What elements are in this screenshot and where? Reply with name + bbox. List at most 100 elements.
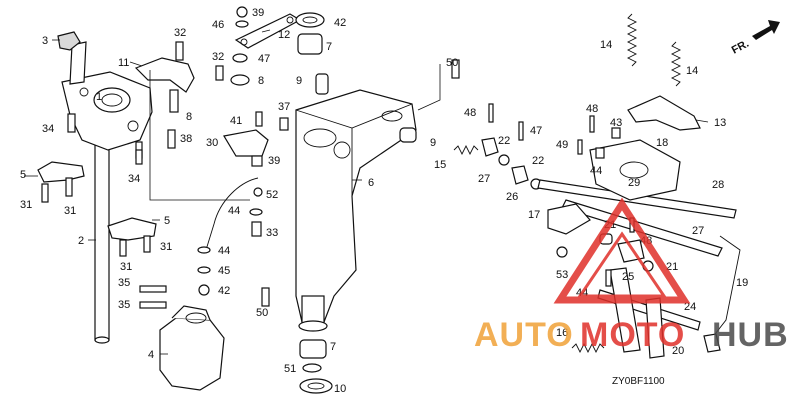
bolt-31-a[interactable]: [41, 183, 49, 203]
part-10-seal[interactable]: [299, 378, 333, 394]
callout-7: 7: [326, 41, 332, 53]
housing-top: [171, 305, 211, 321]
bolt-32[interactable]: [175, 41, 184, 61]
part-48-pin[interactable]: [488, 103, 494, 123]
swivel-case: [295, 89, 524, 394]
part-5-bracket-upper[interactable]: [37, 161, 85, 183]
part-22-collar-a[interactable]: [498, 154, 510, 166]
plate-hole: [240, 38, 248, 46]
part-11-bracket[interactable]: [134, 57, 195, 93]
part-30-bracket[interactable]: [223, 129, 269, 157]
part-9-bushing-b[interactable]: [399, 127, 417, 143]
part-5-bracket-lower[interactable]: [107, 217, 157, 241]
callout-29: 29: [628, 177, 640, 189]
arm-bore: [619, 161, 649, 179]
part-44-washer-b[interactable]: [197, 246, 211, 254]
part-15-spring[interactable]: [453, 144, 479, 156]
callout-52: 52: [266, 189, 278, 201]
bolt-35-b[interactable]: [139, 301, 167, 309]
callout-51: 51: [284, 363, 296, 375]
plate-hole-2: [286, 16, 294, 24]
part-3-clamp[interactable]: [57, 31, 81, 51]
direction-indicator: FR.: [730, 20, 780, 57]
part-4-lower-housing[interactable]: [159, 317, 225, 391]
part-37[interactable]: [167, 129, 176, 149]
bolt-31-b[interactable]: [65, 177, 73, 197]
arm-upper: [69, 41, 87, 85]
part-38-nut[interactable]: [251, 155, 263, 167]
part-41-seal[interactable]: [295, 12, 325, 28]
bolt-31-c[interactable]: [119, 239, 127, 257]
part-18-shift-arm[interactable]: [589, 139, 681, 201]
callout-8: 8: [186, 111, 192, 123]
watermark: AUTO MOTO HUB: [474, 197, 788, 354]
bolt-32-b[interactable]: [215, 65, 224, 81]
callout-38: 39: [268, 155, 280, 167]
part-7-collar-bottom[interactable]: [299, 339, 327, 359]
part-44-washer-c[interactable]: [197, 266, 211, 274]
callout-50: 50: [256, 307, 268, 319]
callout-22: 22: [498, 135, 510, 147]
part-53-nut[interactable]: [556, 246, 568, 258]
callout-8: 8: [258, 75, 264, 87]
part-43-pin[interactable]: [605, 269, 612, 287]
part-42-nut-b[interactable]: [595, 147, 605, 159]
part-50-bolt-a[interactable]: [451, 59, 460, 79]
bolt-31-d[interactable]: [143, 235, 151, 253]
part-25-pin[interactable]: [511, 165, 529, 185]
part-20-clip[interactable]: [703, 333, 721, 353]
seal-hole: [302, 16, 318, 24]
callout-11: 11: [118, 57, 129, 69]
case-top-bore: [303, 128, 337, 148]
callout-19: 19: [736, 277, 748, 289]
callout-14: 14: [686, 65, 698, 77]
part-8-bushing[interactable]: [169, 89, 179, 113]
part-49-pin-a[interactable]: [589, 115, 595, 133]
callout-46: 47: [258, 53, 270, 65]
callout-5: 5: [164, 215, 170, 227]
part-51-ring[interactable]: [302, 363, 322, 373]
part-45-washer[interactable]: [235, 20, 249, 28]
part-39-nut[interactable]: [236, 6, 248, 18]
watermark-text-moto: MOTO: [580, 316, 685, 354]
part-49-pin-b[interactable]: [577, 139, 583, 155]
watermark-triangle-icon: [553, 197, 691, 304]
callout-10: 10: [334, 383, 346, 395]
bolt-35-a[interactable]: [139, 285, 167, 293]
part-9-bushing[interactable]: [315, 73, 329, 95]
part-16-spring[interactable]: [571, 342, 605, 354]
part-50-bolt-b[interactable]: [261, 287, 270, 307]
part-46-washer[interactable]: [232, 53, 248, 63]
part-14-spring-a[interactable]: [626, 13, 638, 67]
part-2-tube[interactable]: [94, 129, 110, 341]
part-13-lever[interactable]: [627, 95, 701, 131]
bolt-34-a[interactable]: [67, 113, 76, 133]
part-33-bolt[interactable]: [251, 221, 262, 237]
part-8-collar[interactable]: [230, 74, 250, 86]
part-40-nut[interactable]: [255, 111, 263, 127]
part-14-spring-b[interactable]: [670, 41, 682, 87]
watermark-inner-triangle-icon: [577, 231, 667, 298]
part-19-rod[interactable]: [711, 235, 741, 339]
callout-26: 27: [478, 173, 490, 185]
callout-22: 22: [532, 155, 544, 167]
callout-32: 32: [212, 51, 224, 63]
part-47-pin[interactable]: [518, 121, 524, 141]
part-36-bolt[interactable]: [279, 117, 289, 131]
part-52[interactable]: [253, 187, 263, 197]
part-17-bracket[interactable]: [547, 203, 591, 235]
callout-2: 2: [78, 235, 84, 247]
part-6-swivel-case[interactable]: [295, 89, 417, 323]
callout-6: 6: [368, 177, 374, 189]
part-12-plate[interactable]: [234, 13, 302, 49]
callout-23: 24: [684, 301, 696, 313]
bolt-34-c[interactable]: [135, 149, 143, 165]
part-44-washer-a[interactable]: [249, 208, 263, 216]
callout-34: 34: [128, 173, 140, 185]
part-26-clip[interactable]: [481, 137, 499, 157]
part-7-collar-top[interactable]: [297, 33, 323, 55]
part-42-nut-a[interactable]: [611, 127, 621, 139]
part-40-nut-b[interactable]: [198, 284, 210, 296]
part-27-shaft[interactable]: [561, 199, 723, 257]
callout-24: 25: [622, 271, 634, 283]
